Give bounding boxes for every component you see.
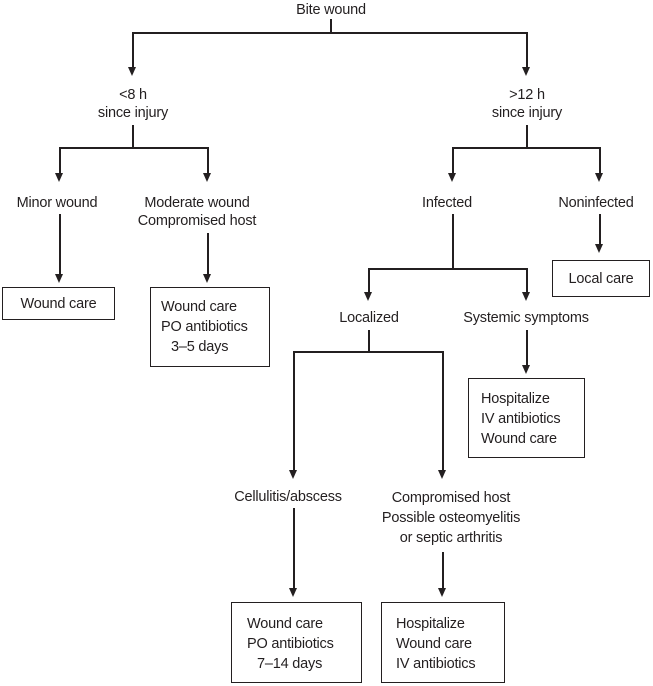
node-compromised-host-line1: Compromised host <box>391 490 511 506</box>
connector-to-moderate-wound <box>207 147 209 174</box>
connector-localized-branch <box>293 351 443 353</box>
box-po-3-5-line3: 3–5 days <box>171 339 229 355</box>
connector-to-localized <box>368 268 370 292</box>
box-po-7-14-line2: PO antibiotics <box>247 636 334 652</box>
node-compromised-host-line3: or septic arthritis <box>399 530 503 546</box>
node-systemic-symptoms: Systemic symptoms <box>463 310 589 326</box>
node-moderate-wound-line1: Moderate wound <box>144 195 250 211</box>
connector-infected-branch <box>368 268 528 270</box>
node-localized: Localized <box>339 310 399 326</box>
box-hosp-wound-line3: IV antibiotics <box>396 656 476 672</box>
node-under-8h: <8 h since injury <box>98 86 168 122</box>
box-wound-care-po-7-14-days: Wound care PO antibiotics 7–14 days <box>231 602 362 683</box>
node-cellulitis-abscess: Cellulitis/abscess <box>234 489 342 505</box>
node-bite-wound: Bite wound <box>296 2 366 18</box>
node-noninfected: Noninfected <box>558 195 634 211</box>
box-hosp-iv-line3: Wound care <box>481 431 557 447</box>
node-compromised-host: Compromised host Possible osteomyelitis … <box>382 488 520 548</box>
node-moderate-wound: Moderate wound Compromised host <box>138 194 257 230</box>
node-compromised-host-line2: Possible osteomyelitis <box>381 510 521 526</box>
connector-over-12h-stub <box>526 125 528 148</box>
connector-to-over-12h <box>526 32 528 67</box>
arrowhead-to-minor-wound <box>55 173 63 182</box>
arrowhead-to-over-12h <box>522 67 530 76</box>
node-over-12h-line2: since injury <box>491 105 563 121</box>
connector-over-12h-branch <box>452 147 601 149</box>
box-po-7-14-line1: Wound care <box>247 616 323 632</box>
node-under-8h-line1: <8 h <box>119 87 147 103</box>
connector-to-minor-wound <box>59 147 61 174</box>
arrowhead-moderate-to-po-3-5 <box>203 274 211 283</box>
box-hosp-iv-line2: IV antibiotics <box>481 411 561 427</box>
node-moderate-wound-line2: Compromised host <box>137 213 257 229</box>
node-under-8h-line2: since injury <box>97 105 169 121</box>
connector-under-8h-stub <box>132 125 134 148</box>
arrowhead-to-localized <box>364 292 372 301</box>
arrowhead-systemic-to-hospitalize <box>522 365 530 374</box>
connector-to-compromised <box>442 351 444 470</box>
box-po-3-5-line1: Wound care <box>161 299 237 315</box>
box-hospitalize-iv-antibiotics: Hospitalize IV antibiotics Wound care <box>468 378 585 458</box>
arrowhead-to-infected <box>448 173 456 182</box>
box-po-7-14-line3: 7–14 days <box>257 656 323 672</box>
box-hosp-wound-line1: Hospitalize <box>396 616 465 632</box>
box-wound-care-line1: Wound care <box>20 295 97 312</box>
arrowhead-to-under-8h <box>128 67 136 76</box>
node-infected: Infected <box>422 195 472 211</box>
connector-root-branch <box>132 32 528 34</box>
connector-cellulitis-to-po-7-14 <box>293 508 295 588</box>
connector-to-systemic <box>526 268 528 292</box>
node-minor-wound: Minor wound <box>16 195 98 211</box>
box-wound-care: Wound care <box>2 287 115 320</box>
arrowhead-to-systemic <box>522 292 530 301</box>
box-local-care: Local care <box>552 260 650 297</box>
connector-localized-stub <box>368 330 370 352</box>
arrowhead-to-cellulitis <box>289 470 297 479</box>
connector-to-noninfected <box>599 147 601 174</box>
box-wound-care-po-3-5-days: Wound care PO antibiotics 3–5 days <box>150 287 270 367</box>
node-over-12h-line1: >12 h <box>509 87 545 103</box>
arrowhead-to-noninfected <box>595 173 603 182</box>
connector-minor-to-wound-care <box>59 214 61 274</box>
node-over-12h: >12 h since injury <box>492 86 562 122</box>
connector-noninfected-to-local-care <box>599 214 601 244</box>
box-hosp-wound-line2: Wound care <box>396 636 472 652</box>
arrowhead-cellulitis-to-po-7-14 <box>289 588 297 597</box>
connector-under-8h-branch <box>59 147 209 149</box>
arrowhead-to-compromised <box>438 470 446 479</box>
connector-compromised-to-hospitalize <box>442 552 444 588</box>
connector-infected-stub <box>452 214 454 269</box>
connector-to-under-8h <box>132 32 134 67</box>
arrowhead-compromised-to-hospitalize <box>438 588 446 597</box>
box-hosp-iv-line1: Hospitalize <box>481 391 550 407</box>
box-po-3-5-line2: PO antibiotics <box>161 319 248 335</box>
connector-systemic-to-hospitalize <box>526 330 528 365</box>
connector-to-infected <box>452 147 454 174</box>
arrowhead-to-moderate-wound <box>203 173 211 182</box>
connector-root-stub <box>330 19 332 33</box>
connector-moderate-to-po-3-5 <box>207 233 209 274</box>
connector-to-cellulitis <box>293 351 295 470</box>
arrowhead-noninfected-to-local-care <box>595 244 603 253</box>
box-local-care-line1: Local care <box>568 270 634 287</box>
arrowhead-minor-to-wound-care <box>55 274 63 283</box>
box-hospitalize-wound-care: Hospitalize Wound care IV antibiotics <box>381 602 505 683</box>
